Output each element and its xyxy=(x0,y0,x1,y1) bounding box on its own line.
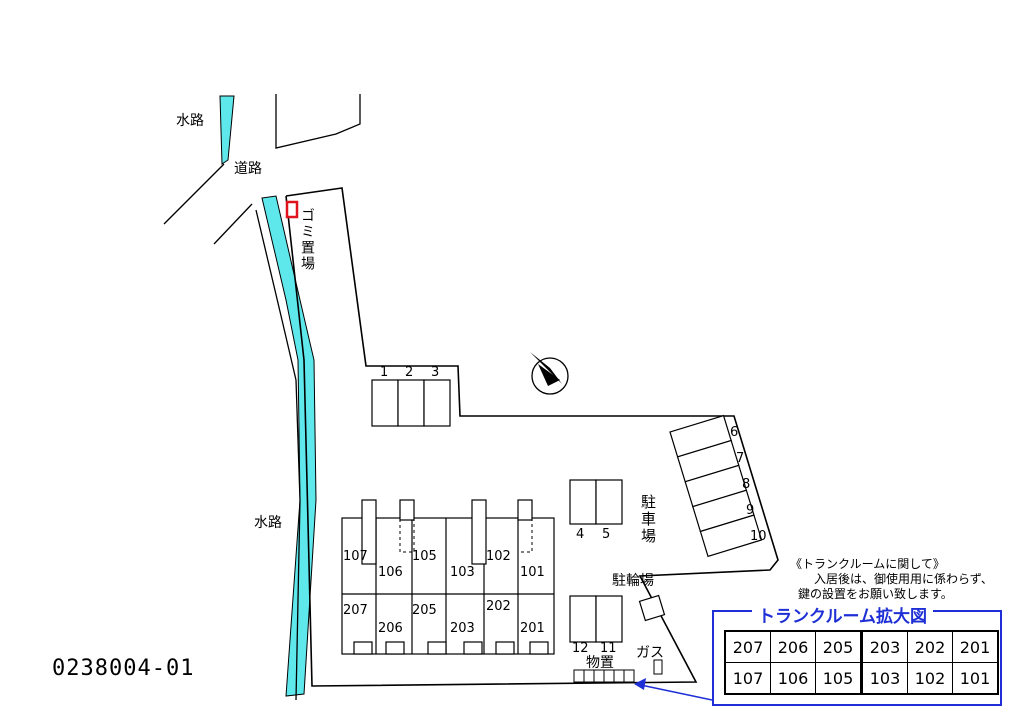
parking-number: 10 xyxy=(750,529,767,544)
trunk-cell: 107 xyxy=(724,662,771,695)
trunk-cell: 102 xyxy=(907,662,953,695)
unit-number: 207 xyxy=(343,603,368,618)
unit-number: 205 xyxy=(412,603,437,618)
trunk-cell: 203 xyxy=(860,630,908,663)
parking-1-3 xyxy=(371,379,451,427)
road-label: 道路 xyxy=(234,161,262,177)
north-arrow-icon xyxy=(530,352,569,395)
bicycle-label: 駐輪場 xyxy=(612,573,654,589)
gas-label: ガス xyxy=(636,645,664,661)
unit-number: 203 xyxy=(450,621,475,636)
storage-row xyxy=(573,669,635,683)
parking-number: 1 xyxy=(380,365,389,380)
trunk-cell: 103 xyxy=(860,662,908,695)
property-code: 0238004-01 xyxy=(52,656,195,681)
waterway-label-top: 水路 xyxy=(176,113,204,129)
unit-number: 105 xyxy=(412,549,437,564)
trunk-cell: 206 xyxy=(770,630,816,663)
note-title: 《トランクルームに関して》 xyxy=(790,557,945,571)
parking-number: 9 xyxy=(746,503,755,518)
parking-number: 6 xyxy=(730,425,739,440)
trunk-cell: 101 xyxy=(952,662,999,695)
trunk-cell: 201 xyxy=(952,630,999,663)
unit-number: 101 xyxy=(520,565,545,580)
unit-number: 103 xyxy=(450,565,475,580)
unit-number: 206 xyxy=(378,621,403,636)
parking-number: 12 xyxy=(572,641,589,656)
parking-number: 2 xyxy=(405,365,414,380)
building-dashed xyxy=(399,519,533,553)
parking-11-12 xyxy=(569,595,623,643)
site-boundary xyxy=(285,187,779,687)
waterway-top xyxy=(219,95,235,165)
storage-label: 物置 xyxy=(586,655,614,671)
trunk-room-title: トランクルーム拡大図 xyxy=(752,602,933,627)
trunk-pointer-arrow xyxy=(634,678,646,690)
unit-number: 201 xyxy=(520,621,545,636)
unit-number: 102 xyxy=(486,549,511,564)
trunk-cell: 207 xyxy=(724,630,771,663)
note-line2: 鍵の設置をお願い致します。 xyxy=(798,587,953,601)
trunk-cell: 106 xyxy=(770,662,816,695)
note-line1: 入居後は、御使用用に係わらず、 xyxy=(814,572,993,586)
trunk-row-upper: 207 206 205 203 202 201 xyxy=(724,630,999,663)
bicycle-shelter xyxy=(638,594,666,622)
parking-number: 11 xyxy=(600,641,617,656)
building xyxy=(341,499,555,655)
road-lines xyxy=(163,94,361,701)
garbage-marker xyxy=(285,200,299,219)
parking-number: 4 xyxy=(576,527,585,542)
trunk-room-table: 207 206 205 203 202 201 107 106 105 103 … xyxy=(724,630,999,695)
parking-number: 8 xyxy=(742,477,751,492)
unit-number: 202 xyxy=(486,599,511,614)
trunk-pointer-line xyxy=(635,683,713,701)
parking-number: 7 xyxy=(736,451,745,466)
trunk-cell: 205 xyxy=(815,630,862,663)
trunk-row-ground: 107 106 105 103 102 101 xyxy=(724,662,999,695)
gas-meter xyxy=(653,659,663,675)
waterway-label-bottom: 水路 xyxy=(254,515,282,531)
parking-number: 5 xyxy=(602,527,611,542)
garbage-label: ゴミ置場 xyxy=(299,208,315,272)
unit-number: 107 xyxy=(343,549,368,564)
trunk-cell: 105 xyxy=(815,662,862,695)
unit-number: 106 xyxy=(378,565,403,580)
parking-4-5 xyxy=(569,479,623,525)
parking-6-10 xyxy=(669,414,763,558)
waterway-main xyxy=(261,195,317,697)
parking-label: 駐車場 xyxy=(639,494,657,545)
parking-number: 3 xyxy=(431,365,440,380)
trunk-cell: 202 xyxy=(907,630,953,663)
